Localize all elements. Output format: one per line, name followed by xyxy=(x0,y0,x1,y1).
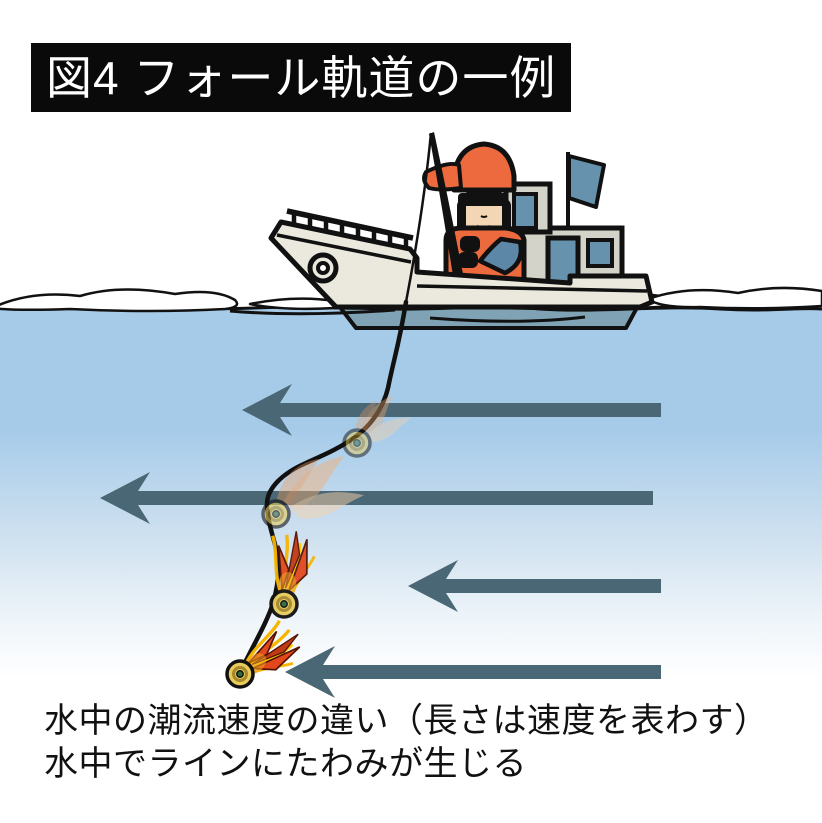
foam-lump-left xyxy=(0,288,239,313)
cabin-side-window xyxy=(586,238,614,268)
figure-title: 図4 フォール軌道の一例 xyxy=(46,51,557,104)
porthole-ring-inner xyxy=(316,261,330,275)
bow-railing xyxy=(286,208,414,248)
fishing-line-above-water xyxy=(404,132,433,303)
flag xyxy=(567,154,606,209)
ripple-under-bow xyxy=(229,308,396,316)
figure-caption: 水中の潮流速度の違い（長さは速度を表わす） 水中でラインにたわみが生じる xyxy=(44,700,769,786)
foam-lump-right xyxy=(646,286,822,310)
current-arrows-layer xyxy=(100,384,661,698)
current-arrow-3 xyxy=(408,560,661,612)
current-arrow-2 xyxy=(100,472,653,524)
cabin-upper-window xyxy=(512,192,538,230)
jig-bead xyxy=(269,589,299,619)
ripple-under-stern xyxy=(429,315,586,323)
jig-bead xyxy=(342,428,372,458)
rubbing-strake xyxy=(416,284,648,293)
current-arrow-1 xyxy=(242,384,661,436)
caption-line-2: 水中でラインにたわみが生じる xyxy=(44,744,527,783)
fishing-rod xyxy=(429,132,463,276)
nose xyxy=(480,215,488,218)
fishing-boat xyxy=(268,132,655,310)
water-body xyxy=(0,304,822,823)
caption-line-1: 水中の潮流速度の違い（長さは速度を表わす） xyxy=(44,702,769,740)
hand-lower xyxy=(458,252,478,268)
sunglasses xyxy=(458,193,507,206)
jig-bead xyxy=(225,659,255,689)
fisherman xyxy=(422,141,527,287)
figure-title-box: 図4 フォール軌道の一例 xyxy=(31,43,572,112)
current-arrow-4 xyxy=(285,646,661,698)
sleeve xyxy=(477,236,524,276)
cap xyxy=(451,141,517,193)
gunwale-band-line xyxy=(276,233,412,264)
hand-upper xyxy=(460,236,480,252)
jig-bead xyxy=(261,499,291,529)
